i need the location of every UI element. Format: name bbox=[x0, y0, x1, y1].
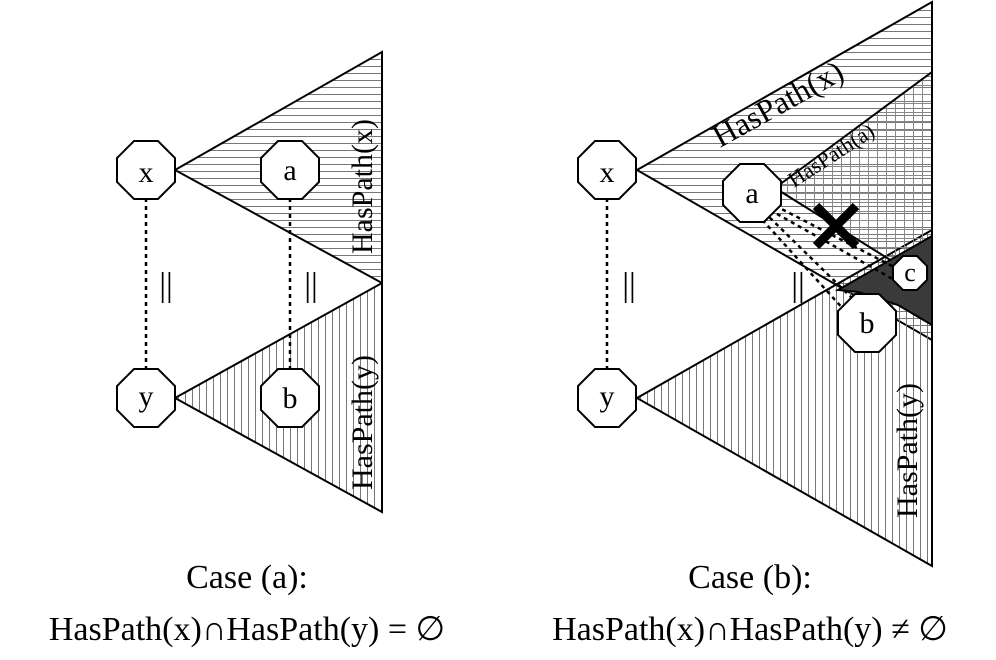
caption-title-b: Case (b): bbox=[688, 559, 812, 596]
equiv-mark-right-b: || bbox=[791, 267, 805, 304]
haspath-y-label-a: HasPath(y) bbox=[346, 355, 379, 490]
caption-title-a: Case (a): bbox=[186, 559, 308, 596]
svg-text:y: y bbox=[600, 380, 615, 413]
svg-text:a: a bbox=[283, 154, 296, 187]
node-x-a: x bbox=[116, 140, 176, 200]
haspath-a-region-b bbox=[773, 70, 933, 288]
svg-text:x: x bbox=[600, 156, 615, 189]
dashed-path-a-c2-b bbox=[769, 208, 899, 284]
svg-text:c: c bbox=[904, 258, 916, 287]
dashed-path-a-b-b bbox=[763, 211, 857, 303]
caption-formula-a: HasPath(x)∩HasPath(y) = ∅ bbox=[49, 611, 445, 648]
equiv-mark-left-b: || bbox=[622, 267, 636, 304]
node-y-a: y bbox=[116, 368, 176, 428]
node-b-b: b bbox=[837, 293, 897, 353]
cross-icon bbox=[812, 202, 860, 250]
panel-a: || || HasPath(x) HasPath(y) x a y b Case… bbox=[49, 50, 445, 648]
panel-b: || || HasPath(x) HasPath(a) HasPath(y) x… bbox=[552, 0, 948, 648]
caption-formula-b: HasPath(x)∩HasPath(y) ≠ ∅ bbox=[552, 611, 948, 648]
node-b-a: b bbox=[260, 368, 320, 428]
svg-text:b: b bbox=[860, 307, 875, 340]
node-a-a: a bbox=[260, 140, 320, 200]
svg-text:b: b bbox=[283, 382, 298, 415]
node-a-b: a bbox=[722, 163, 782, 223]
equiv-mark-right-a: || bbox=[304, 267, 318, 304]
haspath-x-label-a: HasPath(x) bbox=[346, 119, 379, 254]
svg-text:x: x bbox=[139, 156, 154, 189]
haspath-y-label-b: HasPath(y) bbox=[891, 383, 924, 518]
dashed-path-a-b2-b bbox=[756, 213, 847, 313]
equiv-mark-left-a: || bbox=[159, 267, 173, 304]
node-c-b: c bbox=[892, 255, 928, 291]
svg-text:y: y bbox=[139, 380, 154, 413]
node-x-b: x bbox=[577, 140, 637, 200]
svg-text:a: a bbox=[745, 177, 758, 210]
node-y-b: y bbox=[577, 368, 637, 428]
